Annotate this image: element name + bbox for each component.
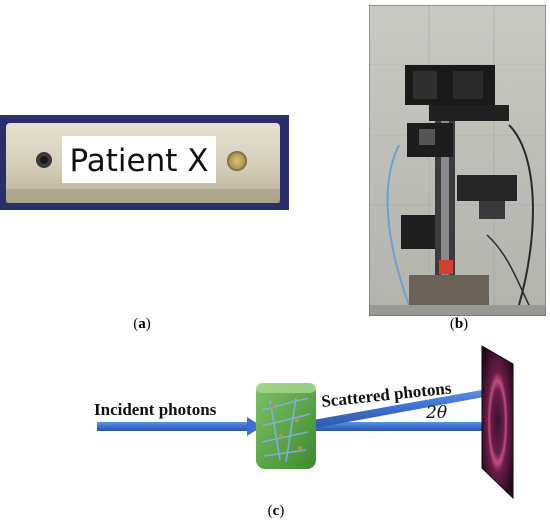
instrument-photo [369, 5, 546, 316]
incident-photons-label: Incident photons [94, 400, 217, 419]
caption-b: (b) [449, 316, 469, 332]
sample-holder-photo: Patient X [0, 115, 289, 210]
caption-a: (a) [133, 316, 151, 332]
detector-screen [481, 345, 514, 500]
caption-c: (c) [267, 503, 285, 519]
label-sticker [62, 136, 216, 183]
sample-cube [256, 383, 316, 469]
scattering-angle-label: 2θ [425, 403, 447, 423]
scattering-diagram: Incident photons Scattered photons 2θ [0, 340, 550, 500]
sample-label-text: Patient X [69, 143, 208, 179]
sample-well [227, 151, 247, 171]
incident-beam [97, 417, 262, 436]
